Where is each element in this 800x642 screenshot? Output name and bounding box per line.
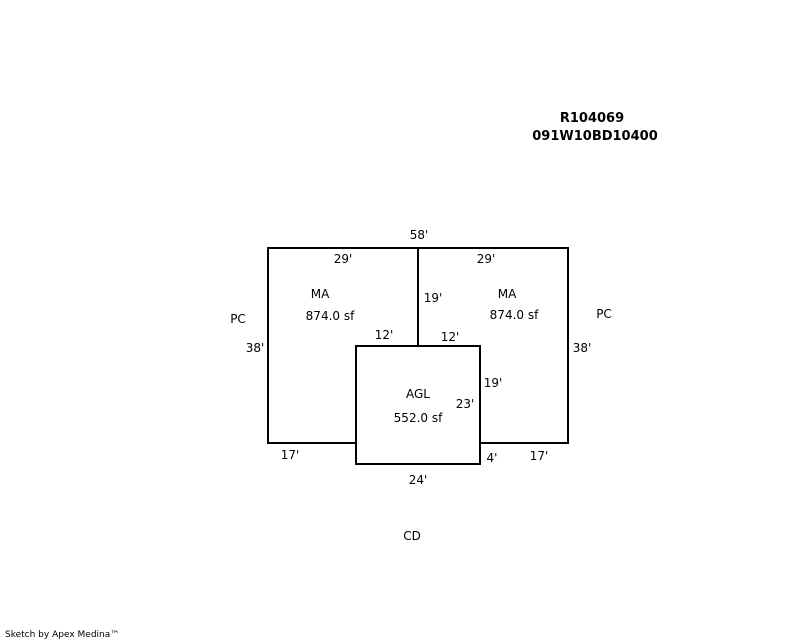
area-code-agl: AGL <box>406 387 430 401</box>
dim-top-right: 29' <box>476 252 496 266</box>
map-id: 091W10BD10400 <box>532 129 658 144</box>
dim-bottom-left: 17' <box>280 448 300 462</box>
dim-top-left: 29' <box>333 252 353 266</box>
dim-agl-bottom: 24' <box>408 473 428 487</box>
dim-agl-right: 23' <box>455 397 475 411</box>
area-size-ma-left: 874.0 sf <box>305 309 355 323</box>
parcel-id: R104069 <box>559 111 625 126</box>
area-code-ma-right: MA <box>497 287 517 301</box>
area-size-agl: 552.0 sf <box>393 411 443 425</box>
area-size-ma-right: 874.0 sf <box>489 308 539 322</box>
dim-center-divider: 19' <box>423 291 443 305</box>
code-pc-right: PC <box>596 307 612 321</box>
dim-top-total: 58' <box>409 228 429 242</box>
dim-left-side: 38' <box>245 341 265 355</box>
agl-box <box>355 345 481 465</box>
dim-agl-step: 4' <box>486 451 498 465</box>
dim-right-side: 38' <box>572 341 592 355</box>
sketch-credit: Sketch by Apex Medina™ <box>5 630 120 640</box>
area-code-ma-left: MA <box>310 287 330 301</box>
code-pc-left: PC <box>230 312 246 326</box>
code-cd: CD <box>403 529 421 543</box>
dim-agl-top-left: 12' <box>374 328 394 342</box>
dim-agl-top-right: 12' <box>440 330 460 344</box>
dim-bottom-right: 17' <box>529 449 549 463</box>
dim-agl-right-upper: 19' <box>483 376 503 390</box>
